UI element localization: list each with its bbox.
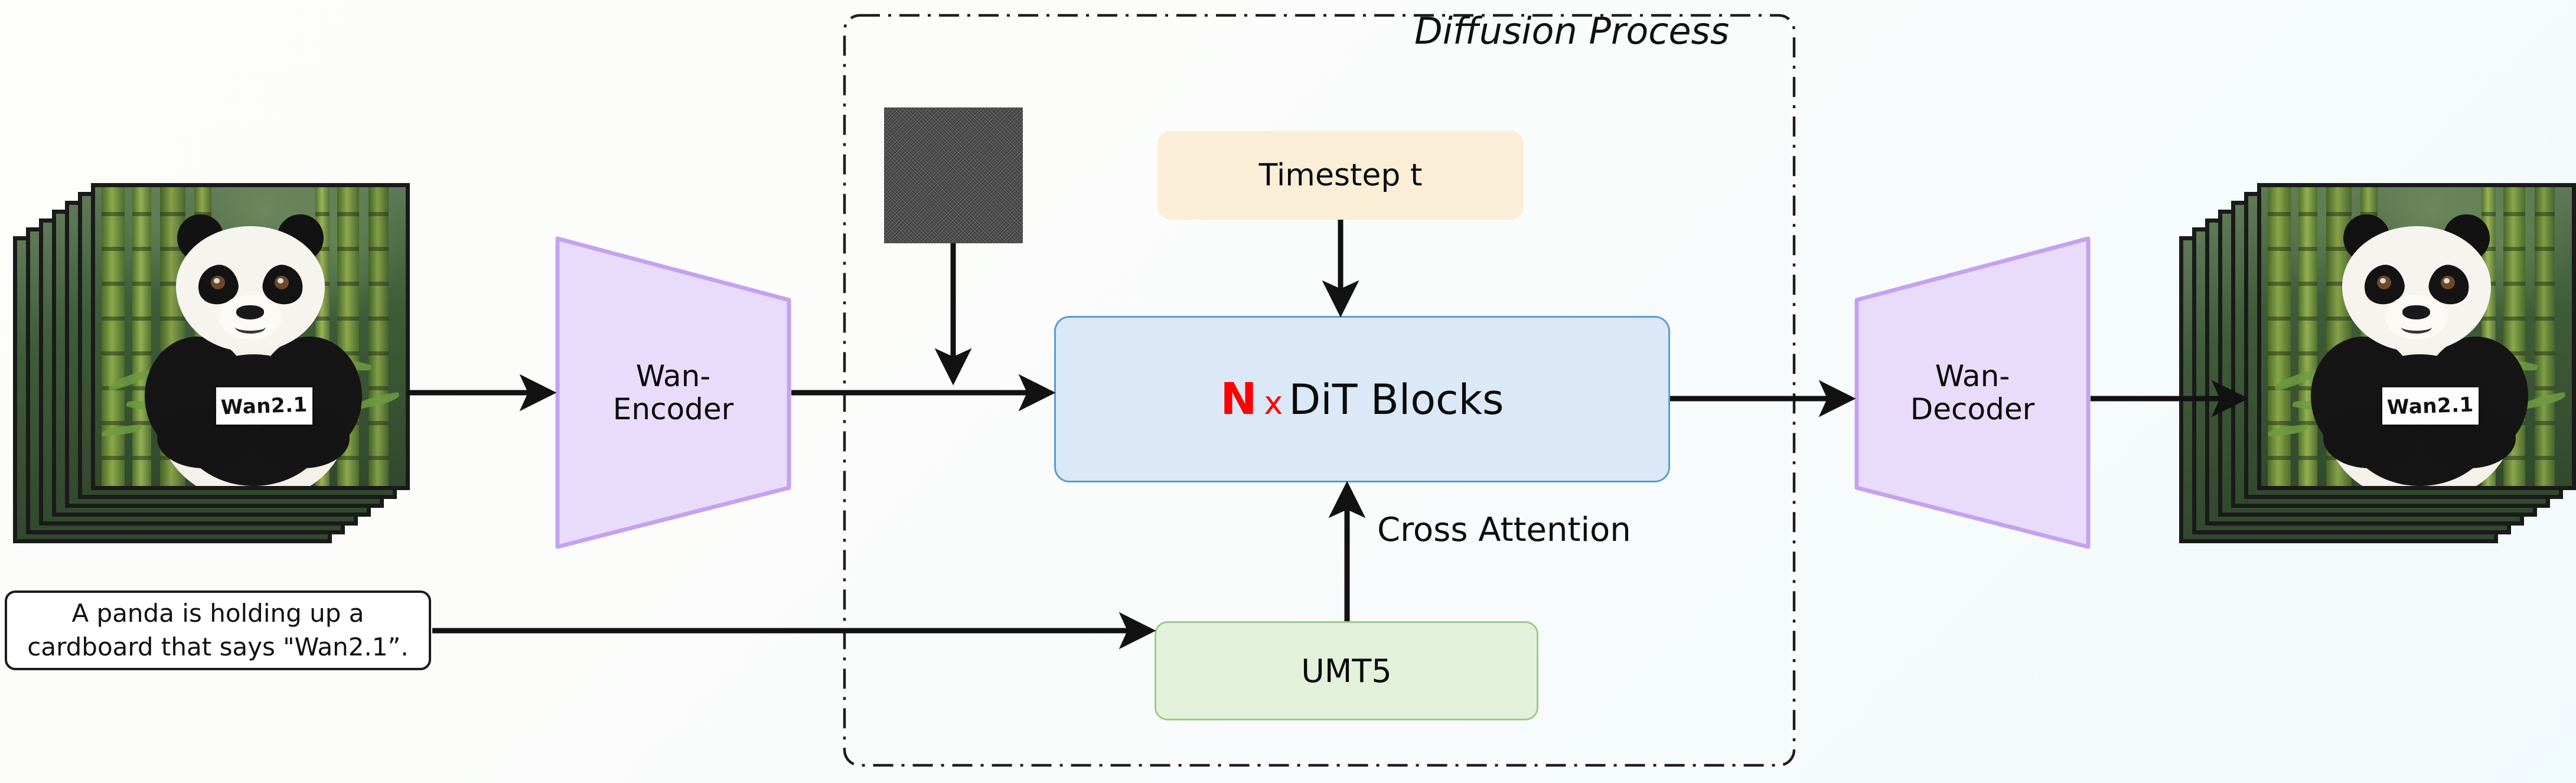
frame-front: Wan2.1 bbox=[91, 183, 410, 490]
dit-count-symbol: N bbox=[1220, 374, 1257, 425]
umt5-text-encoder-box[interactable]: UMT5 bbox=[1155, 621, 1538, 720]
input-frame-stack: Wan2.1 bbox=[13, 183, 432, 561]
wan-decoder-shape[interactable]: Wan- Decoder bbox=[1854, 236, 2091, 549]
timestep-box[interactable]: Timestep t bbox=[1157, 131, 1524, 220]
prompt-textbox[interactable]: A panda is holding up a cardboard that s… bbox=[5, 590, 431, 670]
cross-attention-label: Cross Attention bbox=[1377, 511, 1631, 549]
wan-encoder-shape[interactable]: Wan- Encoder bbox=[555, 236, 791, 549]
out-frame-front: Wan2.1 bbox=[2257, 183, 2576, 490]
gaussian-noise-latent bbox=[884, 107, 1023, 243]
prompt-line-2: cardboard that says "Wan2.1”. bbox=[27, 632, 409, 661]
prompt-line-1: A panda is holding up a bbox=[71, 599, 364, 628]
output-frame-stack: Wan2.1 bbox=[2179, 183, 2576, 561]
timestep-label: Timestep t bbox=[1258, 158, 1423, 193]
dit-multiply-symbol: x bbox=[1264, 384, 1283, 422]
diffusion-process-title: Diffusion Process bbox=[1414, 9, 1730, 53]
umt5-label: UMT5 bbox=[1301, 652, 1392, 690]
dit-blocks-box[interactable]: N x DiT Blocks bbox=[1054, 316, 1670, 482]
dit-blocks-label: DiT Blocks bbox=[1289, 376, 1504, 424]
